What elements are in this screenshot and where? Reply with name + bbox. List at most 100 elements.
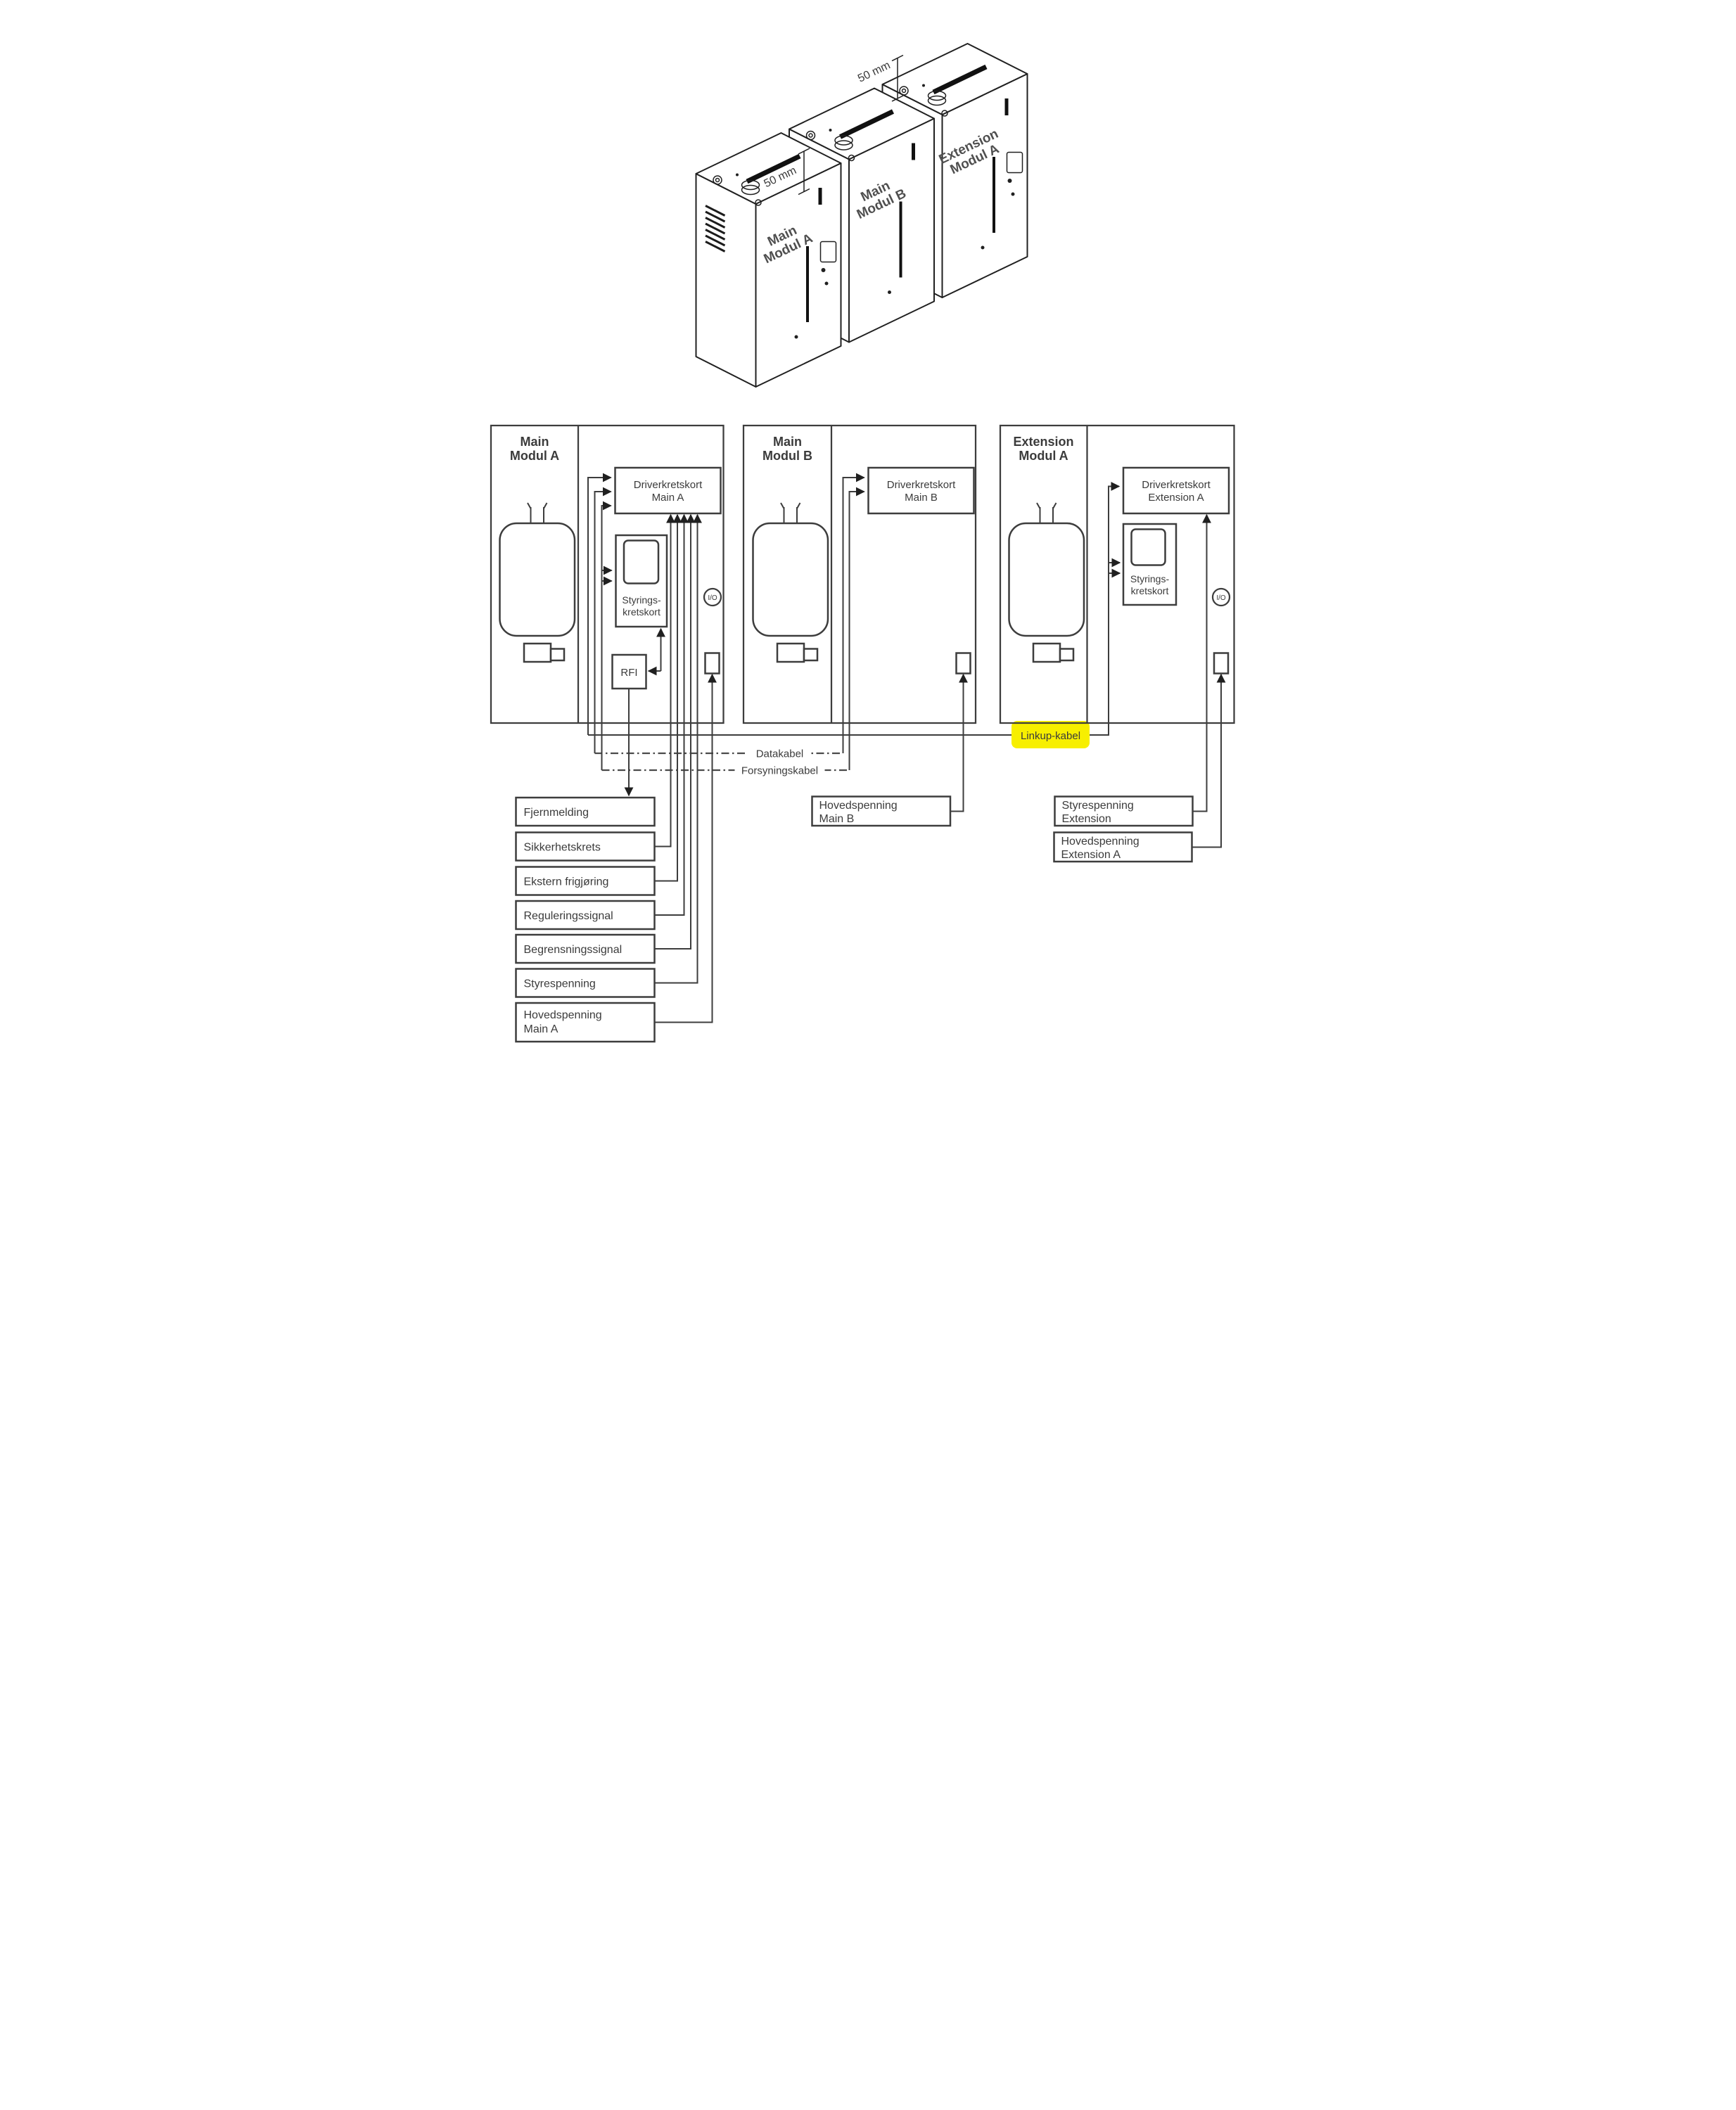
screw-icon	[941, 110, 948, 117]
linkup-kabel-highlight	[1011, 721, 1090, 748]
wire-supply-into-driver-main-a	[601, 501, 612, 770]
mains-connector-icon	[955, 652, 971, 674]
mains-connector-icon	[1213, 652, 1230, 674]
wire-linkup-into-driver-main-a	[587, 473, 612, 735]
signal-box-ekstern-frigjoring	[515, 866, 656, 896]
module-frame	[999, 424, 1235, 724]
wire-linkup-kabel	[588, 482, 1121, 736]
module-title: Main	[520, 435, 549, 449]
drain-outlet-icon	[1059, 648, 1075, 662]
driver-board-label: Main B	[905, 492, 938, 504]
signal-box-styrespenning-extension: Styrespenning Extension	[1054, 795, 1194, 827]
signal-label: Main A	[524, 1023, 559, 1035]
signal-box-styrespenning	[515, 968, 656, 998]
driver-board-main-a	[614, 466, 722, 515]
signal-box-begrensningssignal	[515, 933, 656, 964]
signal-box-fjernmelding	[515, 796, 656, 827]
control-board-label: kretskort	[1131, 585, 1169, 596]
io-port-label: I/O	[1216, 594, 1226, 602]
signal-label: Styrespenning	[524, 978, 596, 990]
button-icon	[1007, 179, 1012, 183]
module-title: Modul A	[510, 449, 559, 463]
button-icon	[824, 281, 829, 286]
signal-box-hovedspenning-main-b: Hovedspenning Main B	[811, 795, 952, 827]
screw-icon	[848, 154, 855, 162]
signal-box-hovedspenning-extension-a: Hovedspenning Extension A	[1053, 831, 1193, 863]
screw-icon	[888, 290, 891, 294]
steam-outlet-icon	[741, 179, 760, 191]
module-frame	[742, 424, 977, 724]
module-title: Modul B	[762, 449, 812, 463]
wire-styrespenning-extension	[1192, 513, 1211, 812]
wire-reguleringssignal	[654, 513, 689, 916]
fitting-icon	[715, 177, 720, 183]
steam-outlet-icon	[741, 184, 760, 196]
wire-hovedspenning-main-a	[654, 673, 717, 1023]
dimension-label-50mm: 50 mm	[856, 59, 892, 84]
wiring-schematic: Datakabel Forsyningskabel Linkup-kabel M…	[490, 424, 1235, 1043]
iso-top-handle-bar	[746, 153, 801, 184]
fitting-icon	[899, 86, 909, 96]
datakabel-label: Datakabel	[756, 748, 804, 760]
signal-box-reguleringssignal	[515, 900, 656, 931]
signal-label: Sikkerhetskrets	[524, 842, 601, 854]
wire-begrensningssignal	[654, 513, 696, 950]
fitting-icon	[713, 175, 722, 185]
steam-cylinder-icon	[752, 502, 829, 663]
driver-board-label: Driverkretskort	[634, 479, 703, 491]
signal-label: Reguleringssignal	[524, 910, 613, 922]
module-main-b: Main Modul B Driverkretskort Main B	[742, 424, 977, 724]
signal-label: Ekstern frigjøring	[524, 876, 609, 888]
steam-cylinder-icon	[1008, 502, 1085, 663]
rfi-label: RFI	[620, 667, 637, 679]
driver-board-label: Driverkretskort	[1142, 479, 1211, 491]
wire-hovedspenning-main-b	[950, 673, 968, 812]
module-main-a: Main Modul A Driverkretskort Main A Styr…	[490, 424, 725, 724]
control-board-display-icon	[623, 539, 660, 584]
control-board-label: kretskort	[623, 606, 660, 618]
driver-board-extension-a	[1122, 466, 1230, 515]
module-title: Modul A	[1019, 449, 1068, 463]
steam-outlet-icon	[834, 135, 853, 146]
drain-outlet-icon	[523, 642, 552, 663]
vent-grille-icon	[705, 205, 726, 252]
button-icon	[1011, 192, 1015, 196]
forsyningskabel-label: Forsyningskabel	[741, 765, 818, 777]
screw-icon	[736, 173, 739, 177]
wire-data-into-driver-main-a	[594, 487, 612, 753]
datakabel-label-bg	[748, 745, 812, 762]
wire-hovedspenning-extension-a	[1192, 673, 1226, 848]
wire-datakabel-riser	[842, 473, 865, 753]
io-port-icon	[1211, 587, 1231, 607]
signal-label: Extension A	[1061, 849, 1121, 861]
io-port-icon	[703, 587, 722, 607]
iso-side-face	[695, 173, 757, 388]
signal-label: Begrensningssignal	[524, 944, 623, 956]
display-panel-icon	[819, 241, 837, 263]
steam-outlet-icon	[927, 90, 947, 101]
button-icon	[821, 268, 826, 272]
screw-icon	[755, 199, 762, 206]
fitting-icon	[808, 133, 813, 138]
wire-styrespenning	[654, 513, 702, 984]
module-title: Main	[773, 435, 802, 449]
rfi-box	[611, 653, 647, 690]
iso-top-handle-bar	[838, 109, 895, 139]
drain-outlet-icon	[803, 648, 819, 662]
signal-boxes-main-a: Fjernmelding Sikkerhetskrets Ekstern fri…	[515, 796, 656, 1043]
wire-ekstern-frigjoring	[654, 513, 682, 882]
driver-board-main-b	[867, 466, 975, 515]
isometric-drawing: Extension Modul A Main Modul B	[695, 43, 1028, 388]
screw-icon	[922, 84, 925, 87]
display-panel-icon	[1006, 151, 1023, 174]
module-title: Extension	[1013, 435, 1073, 449]
steam-outlet-icon	[834, 140, 853, 151]
iso-box-main-modul-a: Main Modul A	[695, 132, 842, 388]
io-port-label: I/O	[708, 594, 717, 602]
signal-label: Hovedspenning	[524, 1009, 602, 1021]
signal-box-sikkerhetskrets	[515, 831, 656, 862]
control-board-label: Styrings-	[622, 594, 661, 606]
drain-outlet-icon	[1032, 642, 1061, 663]
module-extension-a: Extension Modul A Driverkretskort Extens…	[999, 424, 1235, 724]
signal-label: Main B	[819, 813, 855, 825]
